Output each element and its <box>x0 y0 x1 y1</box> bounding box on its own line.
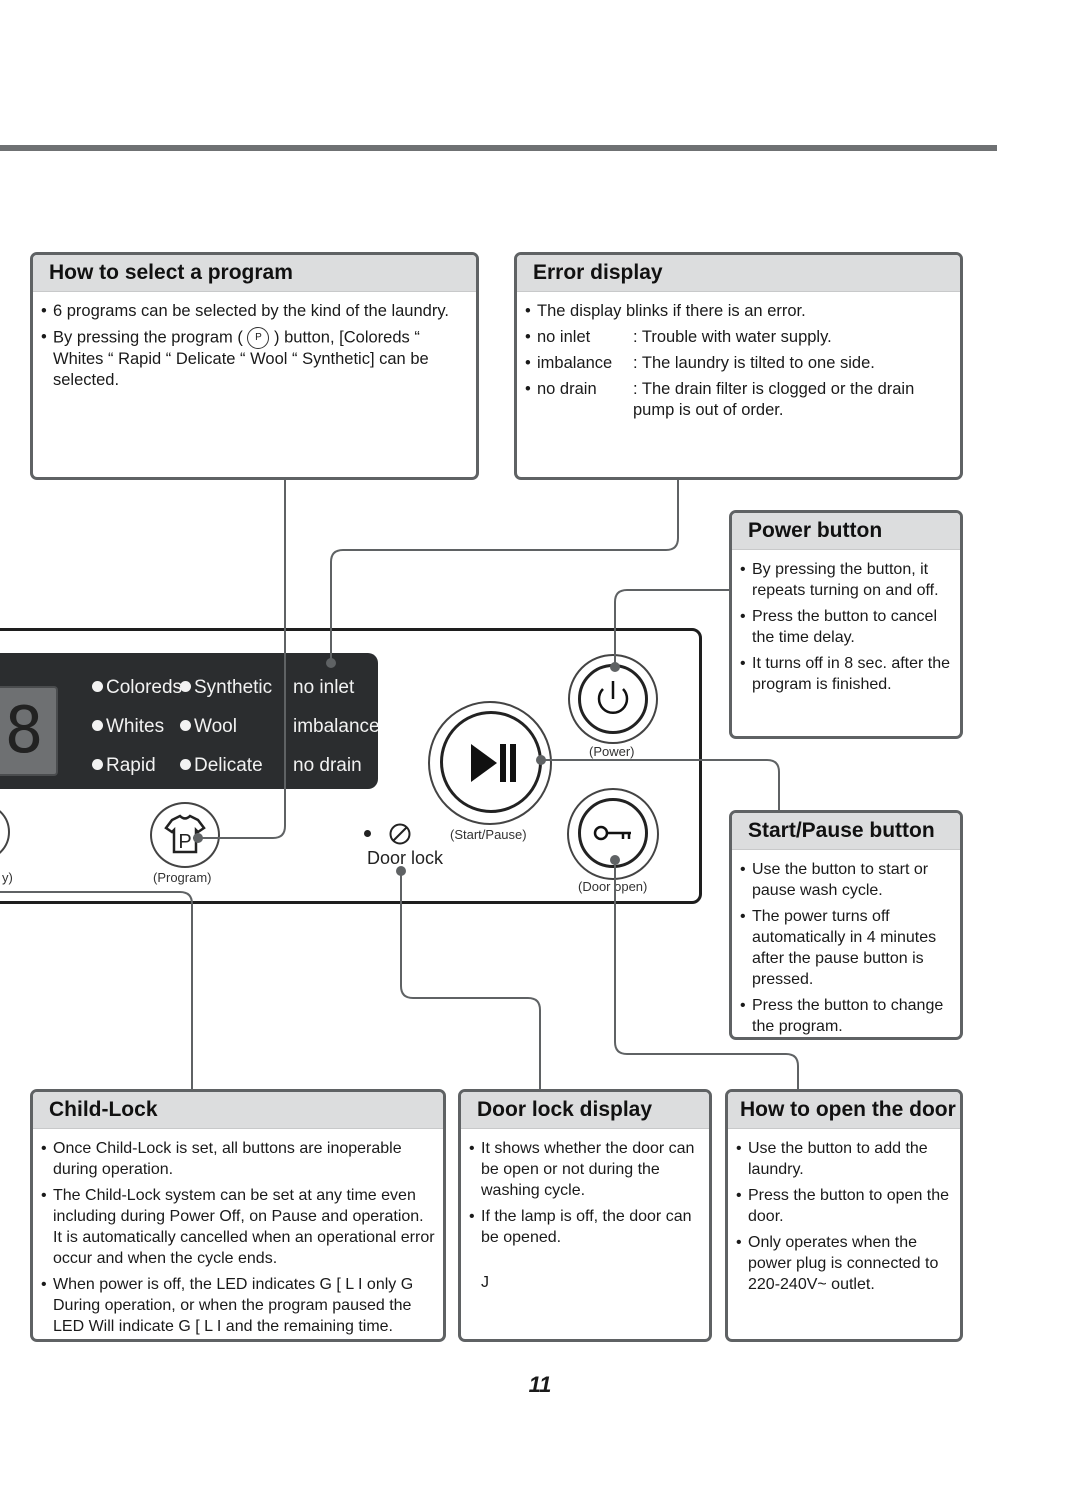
door-open-button-label: (Door open) <box>578 879 648 894</box>
child-lock-bullet-1: Once Child-Lock is set, all buttons are … <box>41 1138 435 1180</box>
program-button[interactable]: P <box>150 802 220 868</box>
child-lock-box: Child-Lock Once Child-Lock is set, all b… <box>30 1089 446 1342</box>
program-wool: Wool <box>180 716 237 738</box>
error-display-title: Error display <box>517 255 960 292</box>
no-entry-icon <box>389 823 411 845</box>
door-lock-extra: J <box>481 1274 489 1291</box>
page-number: 11 <box>528 1372 552 1397</box>
error-imbalance: imbalance <box>293 716 380 737</box>
seven-segment-digit: 8 <box>0 686 58 776</box>
shirt-p-letter: P <box>178 831 191 853</box>
power-bullet-3: It turns off in 8 sec. after the program… <box>740 653 952 695</box>
child-lock-bullet-2: The Child-Lock system can be set at any … <box>41 1185 435 1269</box>
power-bullet-1: By pressing the button, it repeats turni… <box>740 559 952 601</box>
program-bullet-2-b: ) button, [Coloreds “ <box>274 328 420 347</box>
program-shirt-icon: P <box>247 327 270 349</box>
door-lock-bullet-2: If the lamp is off, the door can be open… <box>469 1206 701 1248</box>
program-button-label: (Program) <box>153 870 212 885</box>
error-display-box: Error display The display blinks if ther… <box>514 252 963 480</box>
error-desc: : The laundry is tilted to one side. <box>633 354 875 372</box>
start-pause-button-label: (Start/Pause) <box>450 827 527 842</box>
error-term: imbalance <box>537 354 613 372</box>
indicator-dot-icon <box>92 759 103 770</box>
open-door-bullet-1: Use the button to add the laundry. <box>736 1138 952 1180</box>
error-no-drain: no drain <box>293 755 362 776</box>
indicator-dot-icon <box>180 759 191 770</box>
error-bullet-1: The display blinks if there is an error. <box>525 301 952 322</box>
program-bullet-2-d: selected. <box>53 371 120 389</box>
door-lock-box: Door lock display It shows whether the d… <box>458 1089 712 1342</box>
power-button-label: (Power) <box>589 744 635 759</box>
program-delicate: Delicate <box>180 755 263 777</box>
open-door-title: How to open the door <box>728 1092 960 1129</box>
program-bullet-2-a: By pressing the program ( <box>53 328 243 347</box>
program-coloreds: Coloreds <box>92 677 182 699</box>
program-delicate-label: Delicate <box>194 755 263 776</box>
program-info-title: How to select a program <box>33 255 476 292</box>
program-bullet-2-c: Whites “ Rapid “ Delicate “ Wool “ Synth… <box>53 350 429 368</box>
door-lock-lamp <box>364 830 371 837</box>
error-row-imbalance: imbalance : The laundry is tilted to one … <box>525 353 952 374</box>
indicator-dot-icon <box>92 681 103 692</box>
program-wool-label: Wool <box>194 716 237 737</box>
power-button-box: Power button By pressing the button, it … <box>729 510 963 739</box>
error-desc: : Trouble with water supply. <box>633 328 832 346</box>
open-door-bullet-2: Press the button to open the door. <box>736 1185 952 1227</box>
error-row-no-drain: no drain : The drain filter is clogged or… <box>525 379 952 421</box>
program-synthetic-label: Synthetic <box>194 677 273 698</box>
program-bullet-1: 6 programs can be selected by the kind o… <box>41 301 468 322</box>
program-whites-label: Whites <box>106 716 165 737</box>
indicator-dot-icon <box>180 681 191 692</box>
start-pause-title: Start/Pause button <box>732 813 960 850</box>
power-bullet-2: Press the button to cancel the time dela… <box>740 606 952 648</box>
open-door-bullet-3: Only operates when the power plug is con… <box>736 1232 952 1295</box>
open-door-box: How to open the door Use the button to a… <box>725 1089 963 1342</box>
shirt-p-icon: P <box>164 814 206 854</box>
start-pause-bullet-2: The power turns off automatically in 4 m… <box>740 906 952 990</box>
start-pause-bullet-1: Use the button to start or pause wash cy… <box>740 859 952 901</box>
power-button-title: Power button <box>732 513 960 550</box>
error-desc: : The drain filter is clogged or the dra… <box>633 380 915 419</box>
door-lock-title: Door lock display <box>461 1092 709 1129</box>
start-pause-bullet-3: Press the button to change the program. <box>740 995 952 1037</box>
program-rapid-label: Rapid <box>106 755 156 776</box>
indicator-dot-icon <box>92 720 103 731</box>
key-icon <box>593 825 631 841</box>
power-button-face <box>578 664 648 734</box>
error-term: no drain <box>537 380 597 398</box>
child-lock-title: Child-Lock <box>33 1092 443 1129</box>
power-icon <box>597 681 629 715</box>
program-coloreds-label: Coloreds <box>106 677 183 698</box>
top-rule <box>0 145 997 151</box>
program-synthetic: Synthetic <box>180 677 272 699</box>
indicator-dot-icon <box>180 720 191 731</box>
door-lock-bullet-1: It shows whether the door can be open or… <box>469 1138 701 1201</box>
error-term: no inlet <box>537 328 591 346</box>
child-lock-bullet-3: When power is off, the LED indicates G [… <box>41 1274 435 1337</box>
error-no-inlet: no inlet <box>293 677 355 698</box>
delay-button-label: y) <box>2 870 13 885</box>
start-pause-button-face <box>440 711 542 813</box>
start-pause-box: Start/Pause button Use the button to sta… <box>729 810 963 1040</box>
error-row-no-inlet: no inlet : Trouble with water supply. <box>525 327 952 348</box>
play-pause-icon <box>471 744 516 782</box>
door-lock-label: Door lock <box>367 848 444 868</box>
program-rapid: Rapid <box>92 755 156 777</box>
program-whites: Whites <box>92 716 164 738</box>
program-bullet-2: By pressing the program ( P ) button, [C… <box>41 327 468 391</box>
door-open-button-face <box>578 798 648 868</box>
program-info-box: How to select a program 6 programs can b… <box>30 252 479 480</box>
